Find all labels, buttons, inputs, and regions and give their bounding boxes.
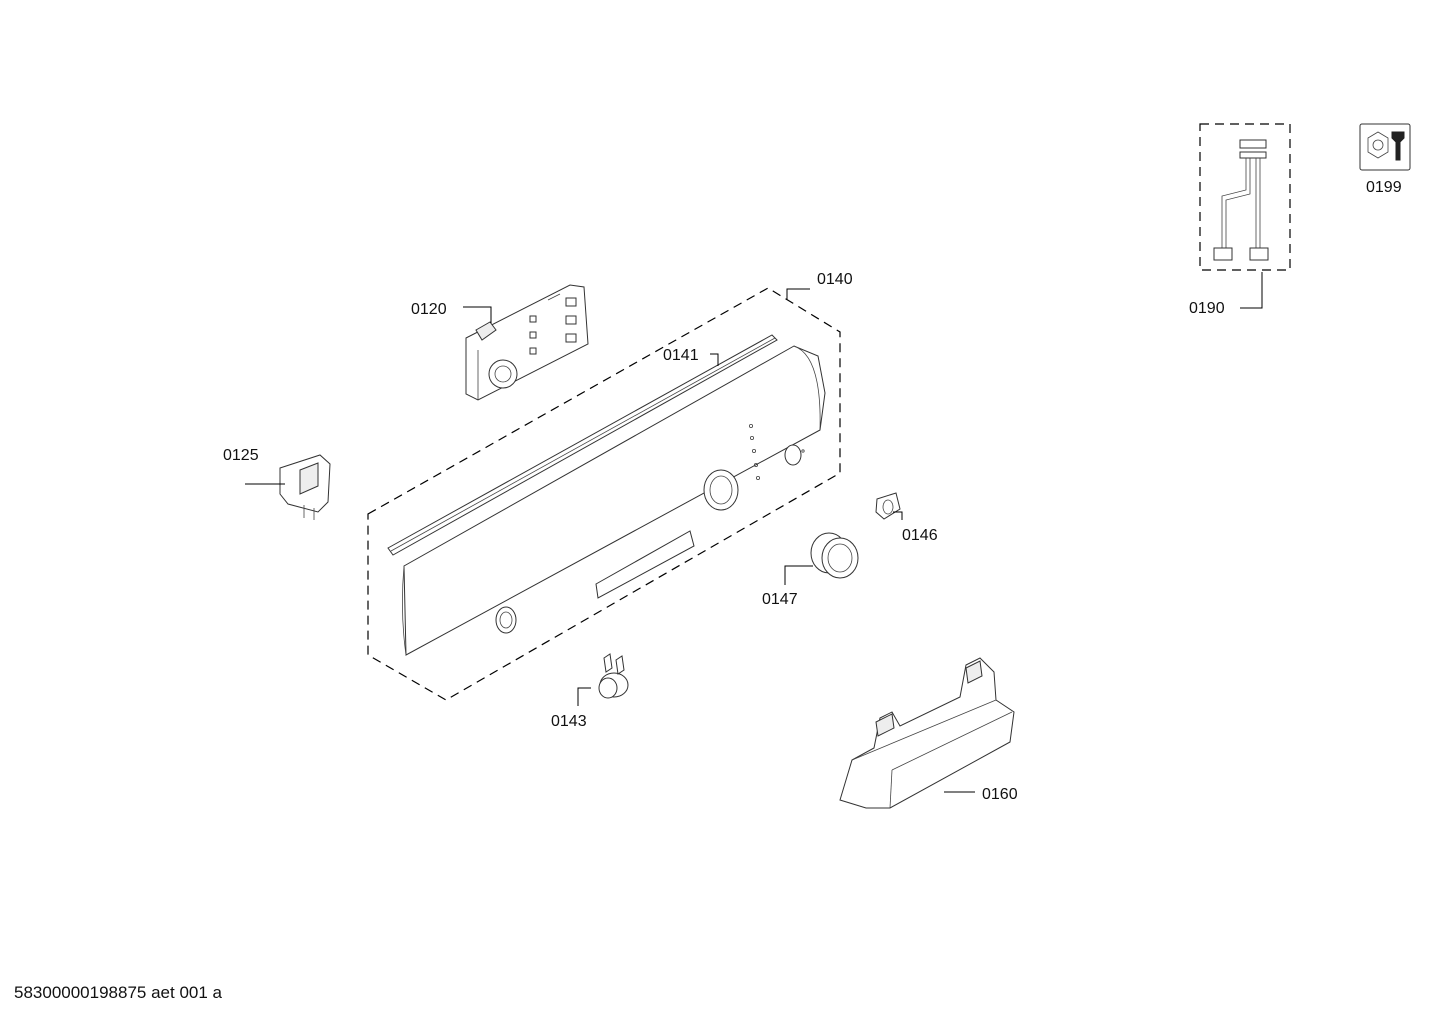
part-label-0146: 0146 [902, 527, 938, 544]
part-label-0125: 0125 [223, 447, 259, 464]
cap-part[interactable] [875, 492, 901, 520]
part-label-0120: 0120 [411, 301, 447, 318]
leader-lines [245, 272, 1263, 793]
wrench-nut-icon [1359, 123, 1411, 171]
part-label-0140: 0140 [817, 271, 853, 288]
rotary-knob-part[interactable] [810, 532, 859, 579]
control-panel-fascia-part[interactable] [402, 345, 826, 656]
part-label-0199: 0199 [1366, 179, 1402, 196]
switch-part[interactable] [279, 454, 331, 520]
trim-strip-part[interactable] [387, 334, 778, 556]
support-bracket-part[interactable] [839, 657, 1015, 809]
part-label-0190: 0190 [1189, 300, 1225, 317]
part-label-0143: 0143 [551, 713, 587, 730]
part-label-0141: 0141 [663, 347, 699, 364]
wiring-harness-part[interactable] [1213, 139, 1269, 261]
assembly-outline-0190 [1199, 123, 1291, 271]
part-label-0147: 0147 [762, 591, 798, 608]
push-button-part[interactable] [598, 653, 629, 699]
electronic-module-part[interactable] [465, 284, 589, 401]
part-label-0160: 0160 [982, 786, 1018, 803]
document-code: 58300000198875 aet 001 a [14, 983, 223, 1002]
